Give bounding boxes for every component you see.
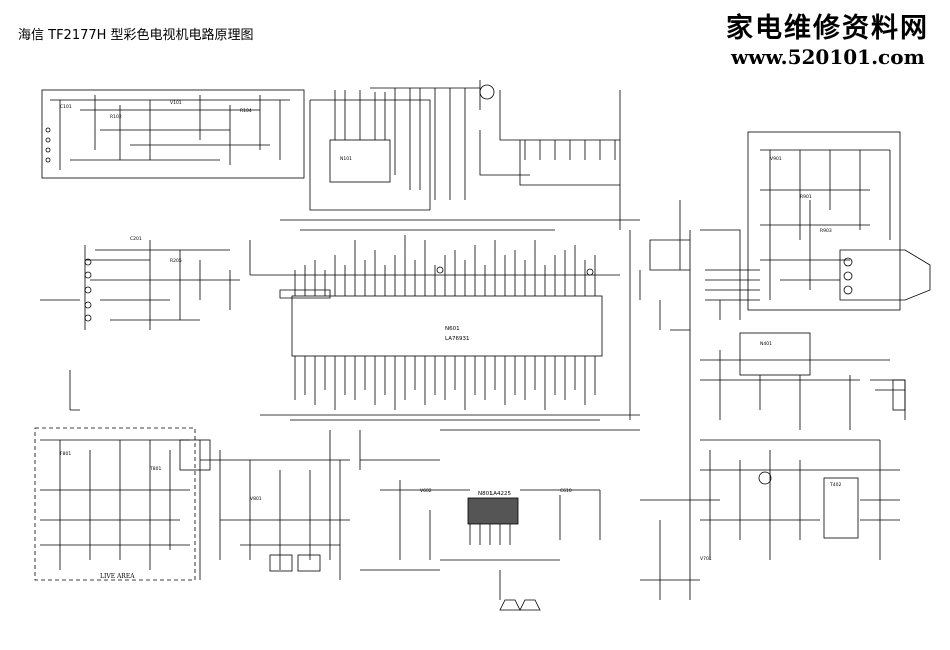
av-board-frame: [41, 89, 305, 179]
watermark-site-name: 家电维修资料网: [726, 13, 929, 44]
svg-text:R104: R104: [240, 108, 252, 114]
svg-text:R102: R102: [110, 114, 122, 120]
watermark-url: www.520101.com: [731, 45, 925, 69]
svg-text:V901: V901: [770, 156, 782, 162]
svg-text:R903: R903: [820, 228, 832, 234]
svg-text:F801: F801: [60, 451, 71, 457]
page-title: 海信 TF2177H 型彩色电视机电路原理图: [18, 28, 254, 43]
svg-text:C101: C101: [60, 104, 72, 110]
svg-text:V701: V701: [700, 556, 712, 562]
audio-ic-part: LA4225: [490, 491, 511, 497]
svg-text:N401: N401: [760, 341, 772, 347]
live-area-label: LIVE AREA: [100, 573, 135, 580]
svg-text:R901: R901: [800, 194, 812, 200]
svg-text:C610: C610: [560, 488, 572, 494]
svg-text:V801: V801: [250, 496, 262, 502]
svg-text:T801: T801: [149, 466, 161, 472]
svg-text:R205: R205: [170, 258, 182, 264]
svg-text:C201: C201: [130, 236, 142, 242]
main-ic-ref: N601: [445, 326, 460, 332]
svg-text:N101: N101: [340, 156, 352, 162]
main-ic-body: [291, 295, 603, 357]
svg-text:T402: T402: [829, 482, 841, 488]
main-ic-part: LA76931: [445, 336, 469, 342]
audio-ic-ref: N801: [478, 491, 493, 497]
svg-text:V101: V101: [170, 100, 182, 106]
svg-text:V602: V602: [420, 488, 432, 494]
